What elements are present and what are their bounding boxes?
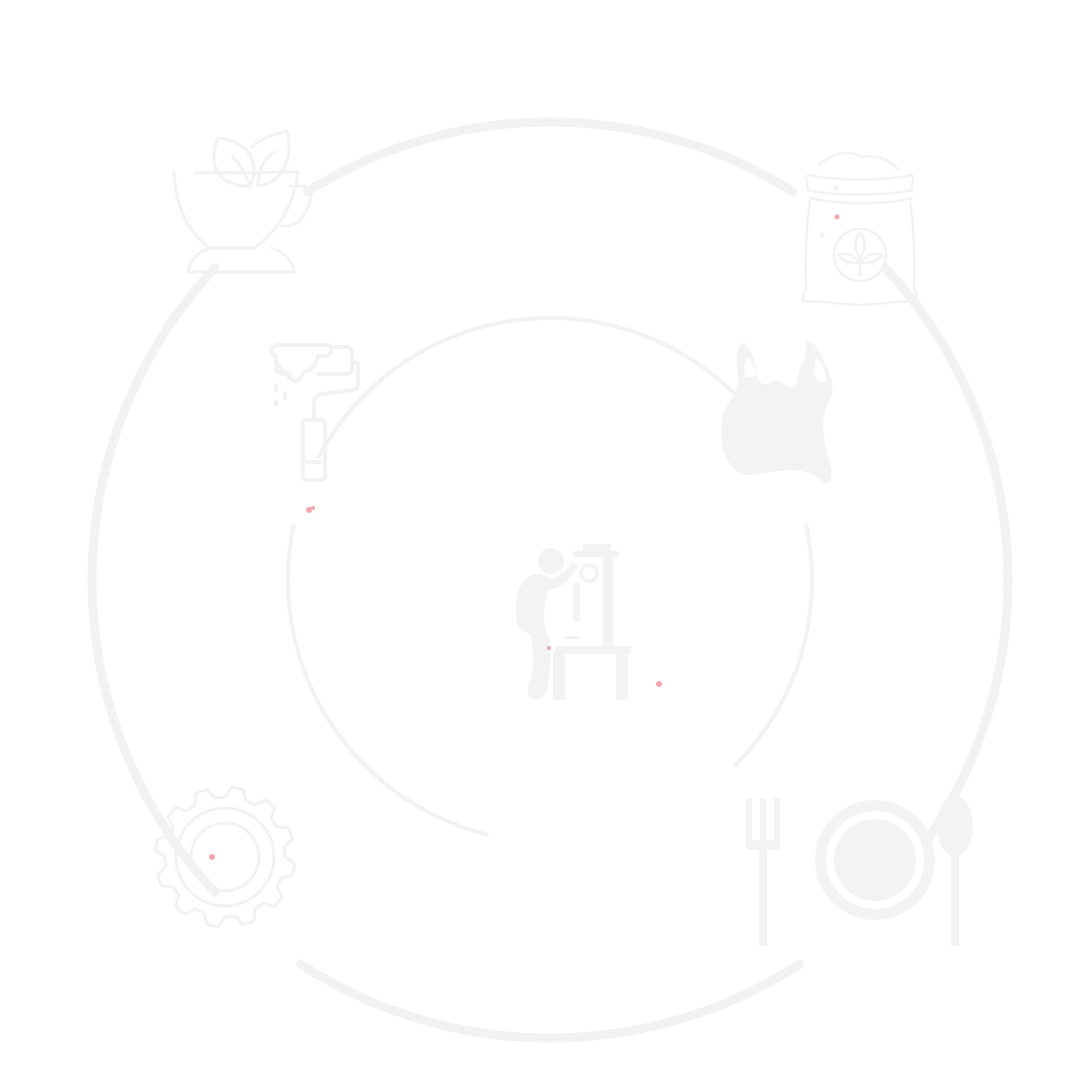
- gear-icon: [153, 785, 297, 929]
- fork-plate-spoon-icon: [746, 796, 973, 946]
- tea-cup-with-leaves-icon: [172, 129, 312, 274]
- outer-arc-left: [87, 263, 220, 897]
- grain-sack-icon: [801, 151, 919, 307]
- outer-arc-bottom: [296, 959, 804, 1043]
- tank-top-shirt-icon: [721, 341, 833, 484]
- inner-ring: [286, 316, 814, 837]
- outer-arc-right: [880, 263, 1013, 897]
- outer-arc-top: [302, 117, 798, 197]
- decorative-specks: [209, 214, 840, 860]
- gear-teeth-outline: [153, 785, 297, 929]
- worker-at-drill-press-icon: [515, 544, 631, 700]
- inner-arc-right: [733, 523, 814, 768]
- inner-arc-top: [316, 316, 784, 459]
- paint-roller-icon: [269, 343, 360, 482]
- inner-arc-left: [286, 523, 489, 837]
